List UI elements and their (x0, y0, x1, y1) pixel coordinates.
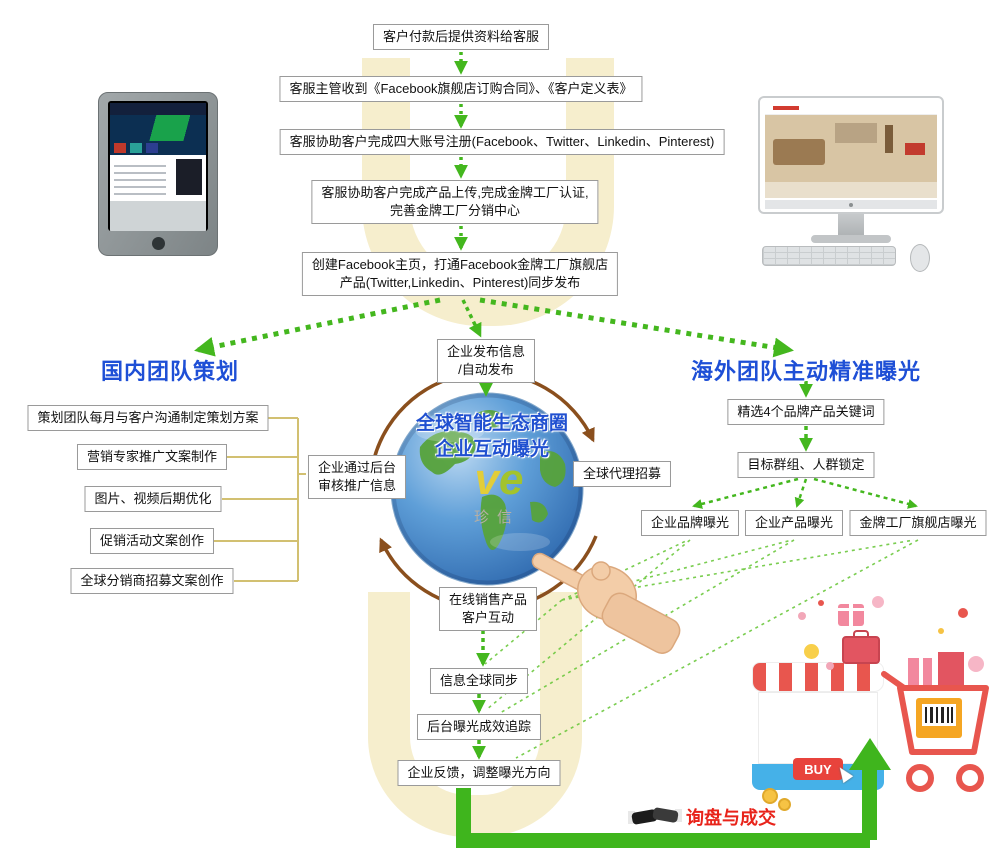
domestic-item-3: 图片、视频后期优化 (84, 486, 222, 513)
phone-home-button (152, 237, 165, 250)
coin-icon (762, 788, 778, 804)
monitor (758, 96, 944, 214)
buy-button: BUY (793, 758, 843, 780)
overseas-team-title: 海外团队主动精准曝光 (690, 359, 922, 384)
result-label: 询盘与成交 (686, 808, 776, 828)
domestic-item-2: 营销专家推广文案制作 (76, 444, 228, 471)
outcome-product-exposure: 企业产品曝光 (744, 510, 844, 537)
outcome-brand-exposure: 企业品牌曝光 (640, 510, 740, 537)
domestic-item-1: 策划团队每月与客户沟通制定策划方案 (27, 405, 269, 432)
flow-step-2: 客服主管收到《Facebook旗舰店订购合同》、《客户定义表》 (279, 76, 643, 103)
overseas-step-1: 精选4个品牌产品关键词 (727, 399, 885, 426)
tracking-step-2: 后台曝光成效追踪 (416, 714, 542, 741)
decor-dot (872, 596, 884, 608)
result-arrow-head (849, 738, 891, 770)
desktop-computer-illustration (758, 96, 950, 272)
overseas-step-2: 目标群组、人群锁定 (737, 452, 875, 479)
gift-box-icon (838, 604, 864, 626)
decor-dot (826, 662, 834, 670)
phone-screen (108, 101, 208, 231)
flow-step-1: 客户付款后提供资料给客服 (372, 24, 550, 51)
flow-step-4: 客服协助客户完成产品上传,完成金牌工厂认证, 完善金牌工厂分销中心 (311, 180, 599, 225)
hub-agents-label: 全球代理招募 (572, 461, 672, 488)
result-arrow-segment-down (456, 788, 471, 840)
domestic-team-title: 国内团队策划 (100, 359, 240, 384)
hub-review-label: 企业通过后台 审核推广信息 (307, 455, 407, 500)
store-awning (752, 662, 884, 692)
handshake-icon (628, 807, 682, 825)
smiley-icon (804, 644, 819, 659)
result-arrow-segment-up (862, 768, 877, 840)
zhenxin-logo-text: 珍信 (473, 509, 521, 526)
domestic-item-4: 促销活动文案创作 (89, 528, 215, 555)
flow-step-5: 创建Facebook主页，打通Facebook金牌工厂旗舰店 产品(Twitte… (301, 252, 619, 297)
hub-publish-label: 企业发布信息 /自动发布 (436, 339, 536, 384)
smartphone-illustration (98, 92, 218, 256)
outcome-store-exposure: 金牌工厂旗舰店曝光 (849, 510, 987, 537)
flow-step-3: 客服协助客户完成四大账号注册(Facebook、Twitter、Linkedin… (279, 129, 725, 156)
coin-icon (778, 798, 791, 811)
hub-title-line1: 全球智能生态商圈 (415, 413, 569, 434)
shopping-cart-illustration (881, 652, 989, 792)
monitor-stand (838, 214, 864, 236)
decor-dot (938, 628, 944, 634)
mouse (910, 244, 930, 272)
keyboard (762, 246, 896, 266)
ve-logo-e: e (499, 455, 524, 504)
ve-logo: ve (474, 455, 524, 504)
pointing-hand-icon (531, 552, 681, 654)
tracking-step-3: 企业反馈，调整曝光方向 (397, 760, 561, 787)
domestic-item-5: 全球分销商招募文案创作 (70, 568, 234, 595)
suitcase-icon (842, 630, 880, 664)
result-arrow-segment-right (456, 833, 870, 848)
heart-icon (958, 608, 968, 618)
decor-dot (798, 612, 806, 620)
monitor-base (811, 235, 891, 243)
decor-dot (818, 600, 824, 606)
tracking-step-1: 信息全球同步 (429, 668, 529, 695)
